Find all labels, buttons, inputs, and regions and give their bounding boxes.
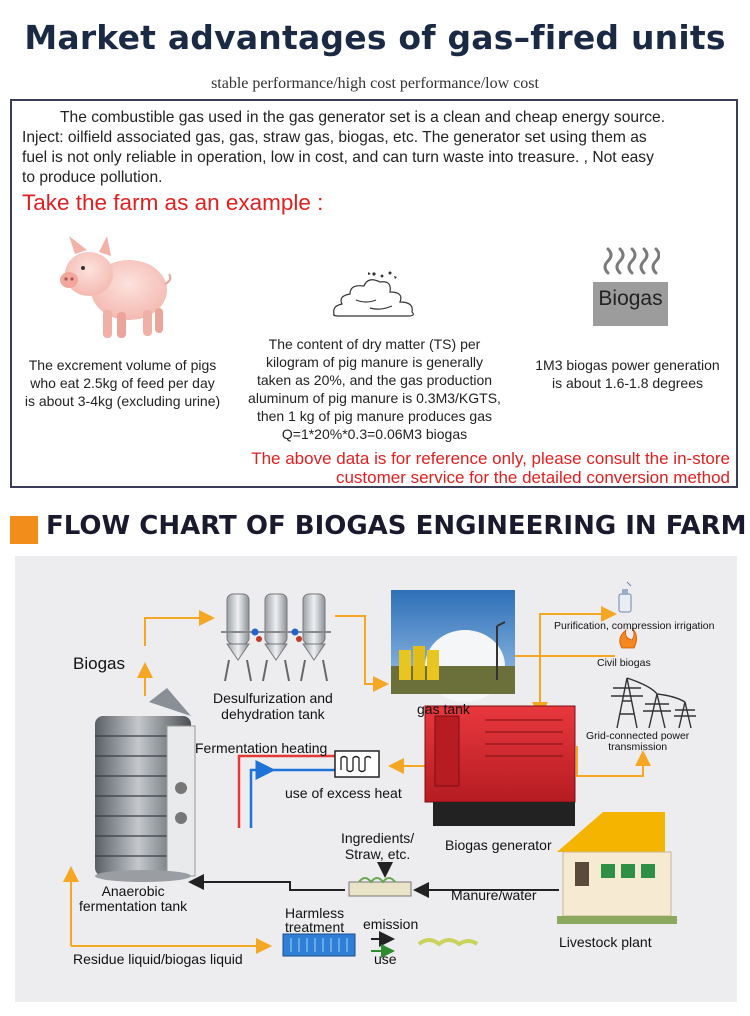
treatment-pool-icon: [282, 933, 356, 957]
section-title: FLOW CHART OF BIOGAS ENGINEERING IN FARM: [46, 511, 747, 541]
intro-line: Inject: oilfield associated gas, gas, st…: [22, 129, 647, 146]
label-line: Grid-connected power: [586, 730, 690, 742]
label-use: use: [374, 951, 397, 967]
intro-line: fuel is not only reliable in operation, …: [22, 149, 654, 166]
label-line: Straw, etc.: [344, 846, 411, 862]
caption-line: who eat 2.5kg of feed per day: [30, 375, 215, 391]
section-marker-icon: [10, 516, 38, 544]
label-line: fermentation tank: [79, 898, 188, 914]
purification-bottle-icon: [618, 581, 632, 613]
flame-icon: [619, 627, 637, 649]
gas-tank-icon: [391, 590, 515, 702]
arrow-to-grid: [576, 746, 651, 777]
intro-line: The combustible gas used in the gas gene…: [60, 109, 666, 126]
label-anaerobic-tank: Anaerobic fermentation tank: [79, 884, 187, 914]
crop-field-icon: [417, 938, 479, 947]
biogas-box: [593, 282, 668, 326]
arrow-to-purification: [515, 606, 617, 657]
caption-line: kilogram of pig manure is generally: [265, 354, 484, 370]
intro-text: The combustible gas used in the gas gene…: [22, 108, 732, 188]
flow-chart: Biogas Desulfurization and dehydration t…: [15, 556, 737, 1002]
biogas-generator-icon: [424, 705, 576, 826]
note-line: The above data is for reference only, pl…: [251, 449, 730, 468]
cold-pipe: [249, 760, 276, 828]
biogas-caption: 1M3 biogas power generation is about 1.6…: [515, 356, 740, 392]
anaerobic-fermentation-tank-icon: [95, 688, 196, 882]
manure-caption: The content of dry matter (TS) per kilog…: [232, 335, 517, 443]
label-line: Desulfurization and: [213, 690, 333, 706]
pig-icon: [60, 236, 172, 338]
label-line: transmission: [608, 741, 668, 753]
label-desulfurization: Desulfurization and dehydration tank: [213, 690, 333, 722]
label-line: Anaerobic: [101, 883, 165, 899]
caption-line: is about 1.6-1.8 degrees: [552, 375, 703, 391]
caption-line: The excrement volume of pigs: [28, 357, 217, 373]
label-biogas-generator: Biogas generator: [445, 837, 552, 853]
label-livestock-plant: Livestock plant: [559, 934, 652, 950]
label-ingredients: Ingredients/ Straw, etc.: [341, 830, 414, 862]
label-biogas: Biogas: [73, 654, 125, 673]
intro-line: to produce pollution.: [22, 169, 163, 186]
arrow-desulf-to-gastank: [335, 615, 389, 692]
label-residue-liquid: Residue liquid/biogas liquid: [73, 951, 243, 967]
caption-line: taken as 20%, and the gas production: [256, 372, 493, 388]
hot-pipe: [237, 754, 335, 828]
manure-icon: [333, 271, 414, 317]
label-purification: Purification, compression irrigation: [554, 620, 715, 632]
label-excess-heat: use of excess heat: [285, 785, 402, 801]
caption-line: Q=1*20%*0.3=0.06M3 biogas: [281, 426, 468, 442]
steam-icon: [603, 247, 660, 275]
label-grid: Grid-connected power transmission: [586, 731, 689, 753]
label-line: dehydration tank: [221, 706, 325, 722]
arrow-biogas-to-desulf: [144, 610, 215, 646]
label-line: Harmless: [285, 905, 345, 921]
label-civil-biogas: Civil biogas: [597, 657, 651, 669]
heat-exchanger-icon: [334, 750, 380, 778]
caption-line: 1M3 biogas power generation: [535, 357, 720, 373]
label-line: Ingredients/: [341, 830, 415, 846]
caption-line: is about 3-4kg (excluding urine): [24, 393, 221, 409]
info-box: [10, 99, 738, 488]
pig-caption: The excrement volume of pigs who eat 2.5…: [20, 356, 225, 410]
label-line: treatment: [285, 919, 345, 935]
label-manure-water: Manure/water: [451, 887, 537, 903]
page-title: Market advantages of gas–fired units: [24, 18, 726, 57]
power-tower-icon: [611, 677, 696, 729]
biogas-box-label: Biogas: [598, 287, 663, 310]
desulfurization-tanks-icon: [221, 593, 331, 682]
example-heading: Take the farm as an example :: [22, 190, 324, 215]
mixer-trough-icon: [348, 877, 412, 897]
label-gas-tank: gas tank: [417, 701, 470, 717]
livestock-plant-icon: [557, 812, 677, 924]
caption-line: then 1 kg of pig manure produces gas: [256, 408, 493, 424]
label-harmless-treatment: Harmless treatment: [285, 906, 344, 934]
page-subtitle: stable performance/high cost performance…: [211, 75, 539, 92]
reference-note: The above data is for reference only, pl…: [150, 449, 730, 487]
flow-diagram-graphics: [63, 581, 696, 958]
label-fermentation-heating: Fermentation heating: [195, 740, 328, 756]
arrow-mixer-to-tank: [188, 874, 345, 891]
caption-line: The content of dry matter (TS) per: [268, 336, 481, 352]
label-emission: emission: [363, 916, 419, 932]
note-line: customer service for the detailed conver…: [335, 468, 730, 487]
caption-line: aluminum of pig manure is 0.3M3/KGTS,: [248, 390, 501, 406]
